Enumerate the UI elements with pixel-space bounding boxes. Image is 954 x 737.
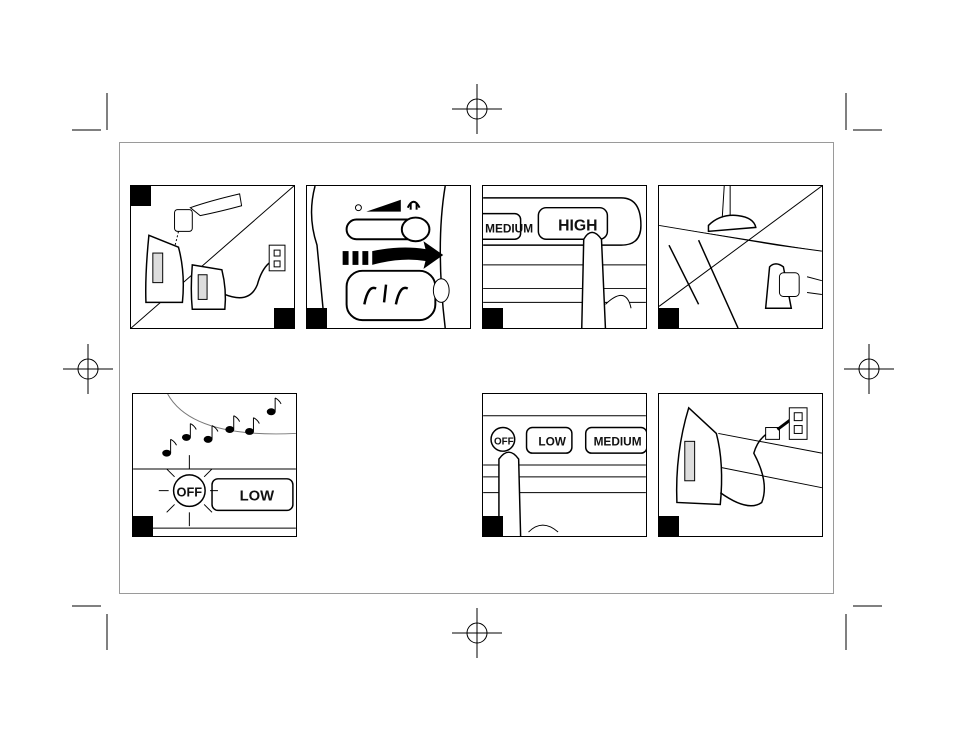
step-marker [659,516,679,536]
low-button-label-2: LOW [538,434,566,448]
off-button-label-2: OFF [494,436,514,447]
registration-mark-icon [452,608,502,658]
step-panel-unplug [658,393,823,537]
step-marker [659,308,679,328]
step-panel-fill-water [130,185,295,329]
step-marker [483,516,503,536]
off-button-label: OFF [177,485,203,500]
step-panel-high-button: MEDIUM HIGH [482,185,647,329]
step-marker [274,308,294,328]
steam-dial-illustration [307,186,470,328]
step-marker [131,186,151,206]
medium-button-label-2: MEDIUM [594,434,642,448]
water-pitcher-icon [175,210,193,232]
registration-mark-icon [844,344,894,394]
step-panel-off-chime: LOW OFF [132,393,297,537]
ironing-illustration [659,186,822,328]
off-chime-illustration: LOW OFF [133,394,296,536]
low-button-label: LOW [240,489,275,505]
registration-mark-icon [452,84,502,134]
step-marker [307,308,327,328]
step-marker [133,516,153,536]
step-marker [483,308,503,328]
steam-icon [408,202,420,210]
music-note-icon [163,398,281,456]
high-button-illustration: MEDIUM HIGH [483,186,646,328]
unplug-illustration [659,394,822,536]
registration-mark-icon [63,344,113,394]
step-panel-steam-dial [306,185,471,329]
fill-water-illustration [131,186,294,328]
step-panel-off-button: OFF LOW MEDIUM [482,393,647,537]
off-button-illustration: OFF LOW MEDIUM [483,394,646,536]
step-panel-ironing [658,185,823,329]
medium-button-label: MEDIUM [485,221,533,235]
